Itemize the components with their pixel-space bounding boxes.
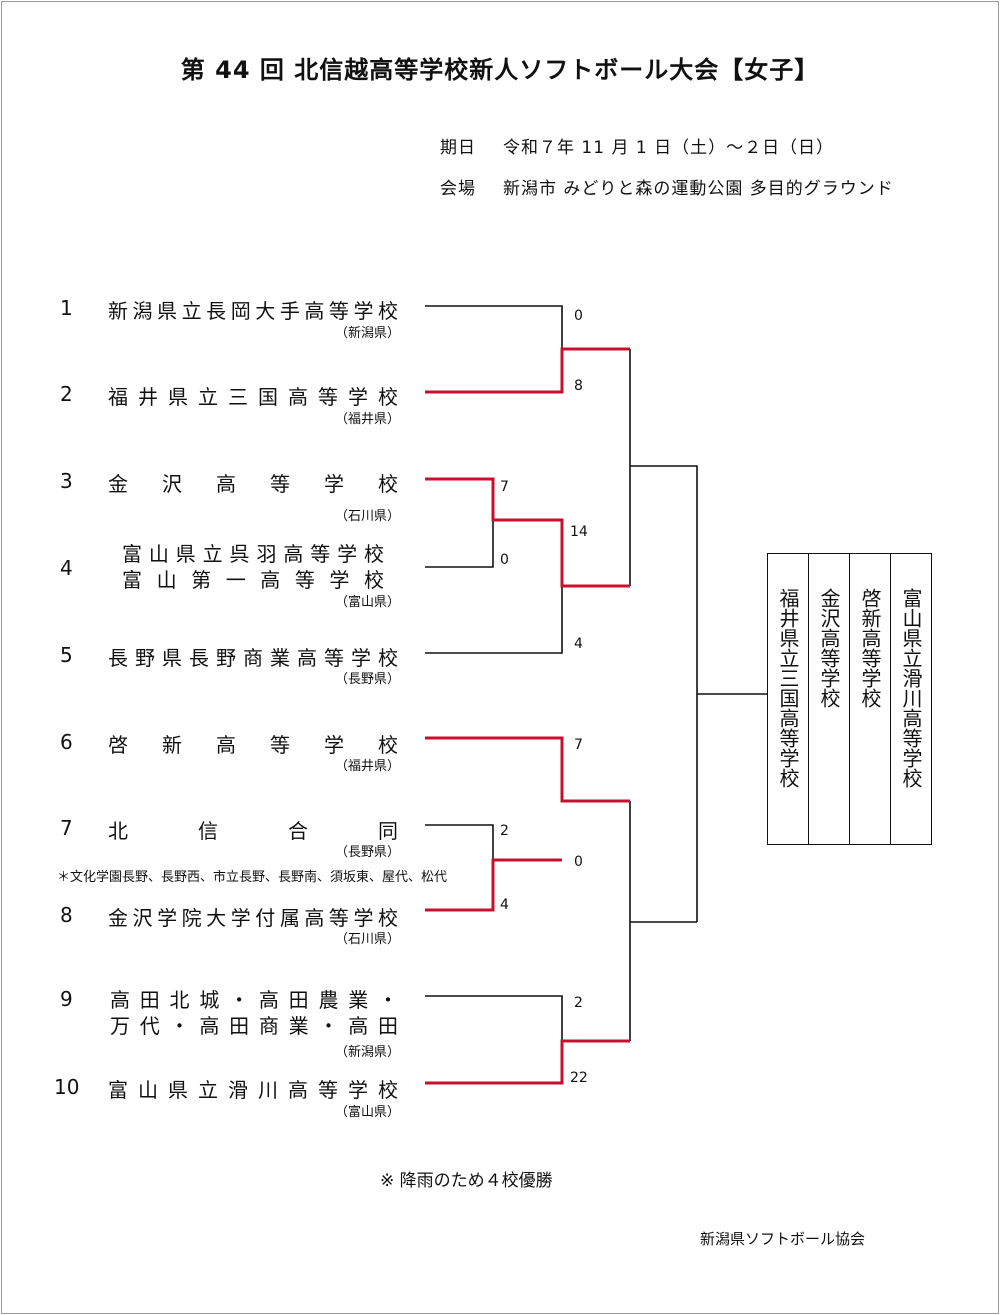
team-prefecture: （長野県） bbox=[334, 672, 400, 687]
page-title: 第 44 回 北信越高等学校新人ソフトボール大会【女子】 bbox=[180, 56, 820, 84]
score: 8 bbox=[574, 378, 583, 394]
date-label: 期日 bbox=[440, 138, 476, 158]
team-prefecture: （福井県） bbox=[334, 759, 400, 774]
team-name: 金沢高等学校 bbox=[108, 472, 398, 496]
winner-line bbox=[425, 1039, 630, 1085]
score: 14 bbox=[570, 524, 588, 540]
team-number: 10 bbox=[54, 1075, 80, 1099]
winner-line bbox=[425, 347, 630, 394]
team-name: 金沢学院大学付属高等学校 bbox=[108, 906, 398, 930]
winner-line bbox=[425, 477, 630, 588]
bracket-lines-black bbox=[425, 305, 767, 1041]
team-name: 福井県立三国高等学校 bbox=[108, 385, 398, 409]
winner-name: 金沢高等学校 bbox=[809, 553, 850, 845]
team-name-line2: 富山第一高等学校 bbox=[122, 568, 384, 592]
score: 0 bbox=[574, 854, 583, 870]
team-name: 北信合同 bbox=[108, 819, 398, 843]
team-number: 2 bbox=[60, 382, 73, 406]
score: 7 bbox=[574, 737, 583, 753]
score: 0 bbox=[574, 308, 583, 324]
team-members-note: ＊文化学園長野、長野西、市立長野、長野南、須坂東、屋代、松代 bbox=[57, 870, 448, 885]
team-number: 3 bbox=[60, 469, 73, 493]
score: 0 bbox=[500, 552, 509, 568]
bracket-line bbox=[425, 824, 494, 860]
bracket-line bbox=[425, 520, 494, 568]
winner-name: 富山県立滑川高等学校 bbox=[891, 553, 932, 845]
venue-value: 新潟市 みどりと森の運動公園 多目的グラウンド bbox=[503, 179, 894, 199]
team-number: 9 bbox=[60, 987, 73, 1011]
score: 2 bbox=[574, 995, 583, 1011]
venue-label: 会場 bbox=[440, 179, 476, 199]
team-number: 7 bbox=[60, 816, 73, 840]
winner-line bbox=[425, 858, 562, 912]
team-prefecture: （富山県） bbox=[334, 1105, 400, 1120]
team-name: 高田北城・高田農業・ bbox=[110, 988, 398, 1012]
team-name: 富山県立呉羽高等学校 bbox=[122, 542, 384, 566]
team-prefecture: （新潟県） bbox=[334, 326, 400, 341]
team-prefecture: （石川県） bbox=[334, 932, 400, 947]
team-name: 啓新高等学校 bbox=[108, 733, 398, 757]
team-name: 富山県立滑川高等学校 bbox=[108, 1078, 398, 1102]
organizer: 新潟県ソフトボール協会 bbox=[700, 1230, 866, 1248]
score: 4 bbox=[574, 636, 583, 652]
score: 7 bbox=[500, 479, 509, 495]
team-prefecture: （富山県） bbox=[334, 595, 400, 610]
date-value: 令和７年 11 月 1 日（土）～２日（日） bbox=[503, 138, 835, 158]
team-prefecture: （新潟県） bbox=[334, 1045, 400, 1060]
winner-name: 福井県立三国高等学校 bbox=[768, 553, 809, 845]
team-number: 5 bbox=[60, 643, 73, 667]
team-number: 6 bbox=[60, 730, 73, 754]
winner-name: 啓新高等学校 bbox=[850, 553, 891, 845]
team-name: 新潟県立長岡大手高等学校 bbox=[108, 299, 398, 323]
team-prefecture: （福井県） bbox=[334, 412, 400, 427]
score: 2 bbox=[500, 823, 509, 839]
rain-note: ※ 降雨のため４校優勝 bbox=[380, 1171, 553, 1191]
bracket-line bbox=[425, 586, 563, 654]
bracket-line bbox=[630, 465, 698, 922]
bracket-line bbox=[425, 305, 563, 349]
bracket-lines-winner bbox=[425, 347, 630, 1085]
team-number: 4 bbox=[60, 556, 73, 580]
team-name: 長野県長野商業高等学校 bbox=[108, 646, 398, 670]
winner-line bbox=[425, 736, 630, 803]
team-number: 1 bbox=[60, 296, 73, 320]
team-name-line2: 万代・高田商業・高田 bbox=[110, 1014, 398, 1038]
team-prefecture: （長野県） bbox=[334, 845, 400, 860]
team-number: 8 bbox=[60, 903, 73, 927]
score: 22 bbox=[570, 1070, 588, 1086]
team-prefecture: （石川県） bbox=[334, 509, 400, 524]
score: 4 bbox=[500, 897, 509, 913]
winners-box: 福井県立三国高等学校 金沢高等学校 啓新高等学校 富山県立滑川高等学校 bbox=[767, 553, 932, 845]
bracket-line bbox=[425, 995, 563, 1041]
